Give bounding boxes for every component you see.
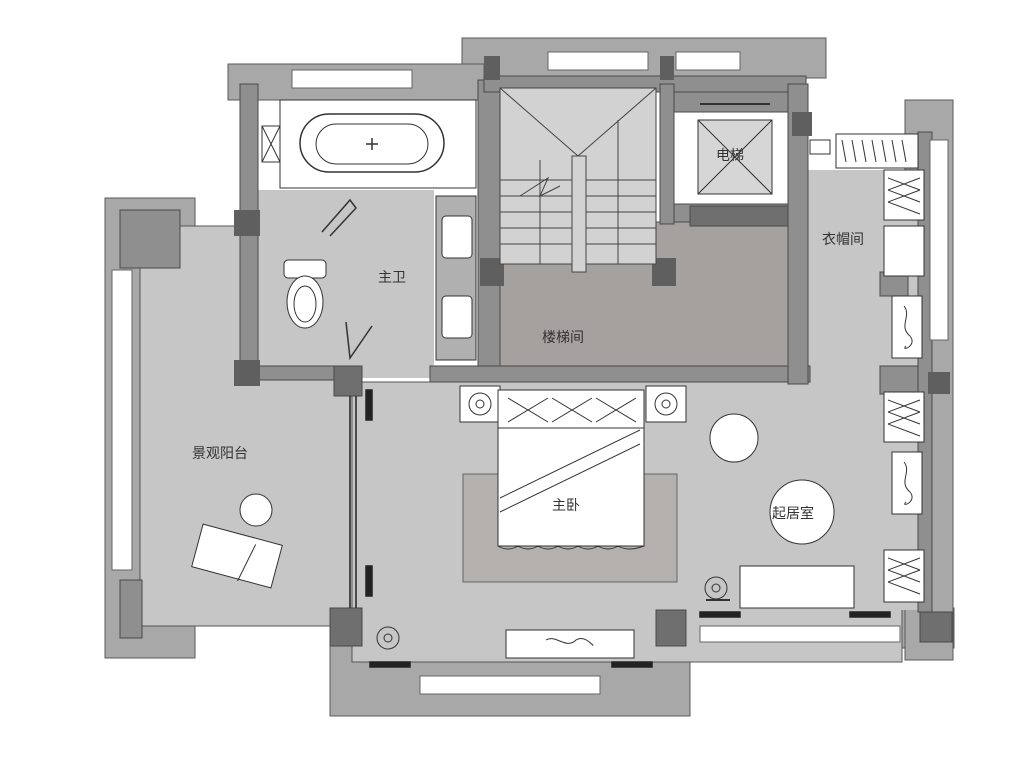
toilet — [283, 259, 327, 329]
balcony-furniture — [191, 493, 283, 589]
windows — [111, 51, 949, 695]
living-furniture — [704, 413, 855, 609]
bed — [459, 385, 687, 550]
staircase — [499, 87, 657, 273]
vanity-sinks — [435, 195, 477, 361]
room-labels: 主卫 楼梯间 电梯 衣帽间 景观阳台 主卧 起居室 — [192, 148, 864, 522]
label-elevator: 电梯 — [716, 148, 744, 164]
label-stair-hall: 楼梯间 — [542, 330, 584, 346]
bath-floor — [258, 190, 434, 378]
bath-doors — [321, 198, 373, 361]
bathtub — [261, 99, 477, 189]
columns — [234, 56, 950, 394]
label-master-bath: 主卫 — [378, 270, 406, 286]
closet-racks — [809, 133, 925, 603]
label-living: 起居室 — [772, 505, 814, 522]
label-master-bedroom: 主卧 — [552, 498, 580, 514]
elevator-shaft — [697, 103, 773, 195]
label-closet: 衣帽间 — [822, 232, 864, 248]
bench — [376, 626, 635, 659]
label-balcony: 景观阳台 — [192, 446, 248, 462]
balcony-sliding-door — [349, 389, 891, 668]
